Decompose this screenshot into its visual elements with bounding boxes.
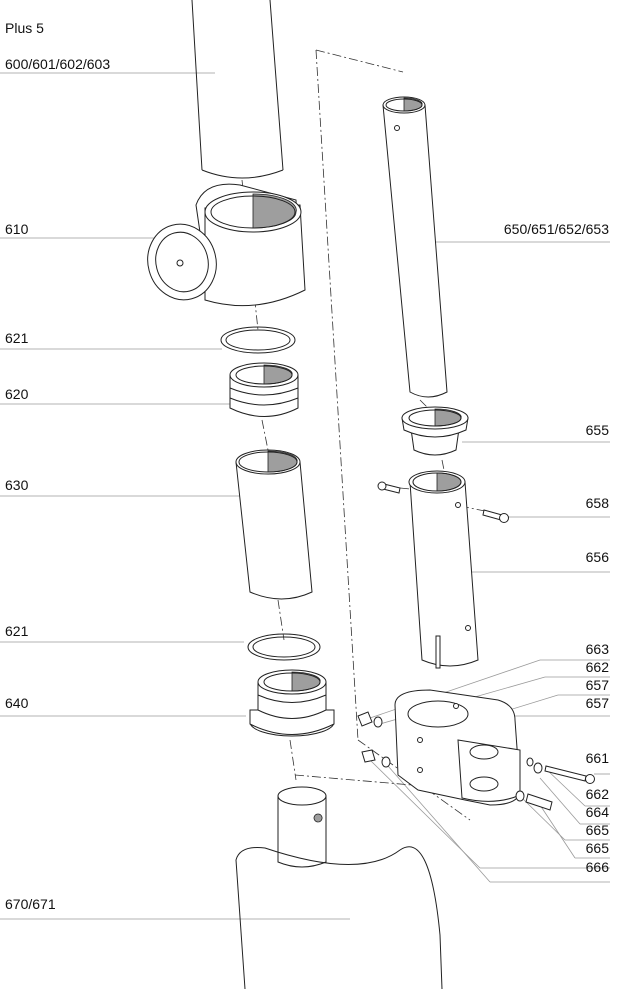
part-bolts-658 <box>377 481 509 523</box>
label-662-top: 662 <box>586 659 610 675</box>
label-621-top: 621 <box>5 330 29 346</box>
label-657-top: 657 <box>586 677 610 693</box>
label-620: 620 <box>5 386 29 402</box>
labels-right: 650/651/652/653 655 658 656 663 662 657 … <box>504 221 609 875</box>
part-headset-cup-640 <box>249 669 335 737</box>
part-collar-655 <box>401 406 469 456</box>
label-665-top: 665 <box>586 822 610 838</box>
label-661: 661 <box>586 750 610 766</box>
diagram-title: Plus 5 <box>5 20 44 36</box>
label-640: 640 <box>5 695 29 711</box>
part-clamp-block-657 <box>394 689 521 806</box>
part-ring-621-top <box>220 326 296 354</box>
label-664: 664 <box>586 804 610 820</box>
leader-lines-left <box>0 72 350 920</box>
part-hardware <box>357 711 595 811</box>
label-663: 663 <box>586 641 610 657</box>
leader-lines-right <box>369 241 610 883</box>
part-mast-tube-650 <box>382 96 448 398</box>
label-621-bottom: 621 <box>5 623 29 639</box>
label-600: 600/601/602/603 <box>5 56 110 72</box>
part-bushing-620 <box>229 362 299 417</box>
label-656: 656 <box>586 549 610 565</box>
label-670: 670/671 <box>5 896 56 912</box>
label-658: 658 <box>586 495 610 511</box>
label-662-bottom: 662 <box>586 786 610 802</box>
label-665-bottom: 665 <box>586 840 610 856</box>
part-clamp-housing-610 <box>147 183 306 307</box>
label-666: 666 <box>586 859 610 875</box>
label-655: 655 <box>586 422 610 438</box>
label-630: 630 <box>5 477 29 493</box>
part-mast-tube-656 <box>408 470 479 669</box>
part-tube-600 <box>191 0 284 179</box>
label-657-bottom: 657 <box>586 695 610 711</box>
label-610: 610 <box>5 221 29 237</box>
part-ring-621-bottom <box>247 633 321 661</box>
label-650: 650/651/652/653 <box>504 221 609 237</box>
part-tube-630 <box>235 449 313 600</box>
part-frame-670 <box>235 786 443 989</box>
labels-left: 600/601/602/603 610 621 620 630 621 640 … <box>5 56 110 912</box>
